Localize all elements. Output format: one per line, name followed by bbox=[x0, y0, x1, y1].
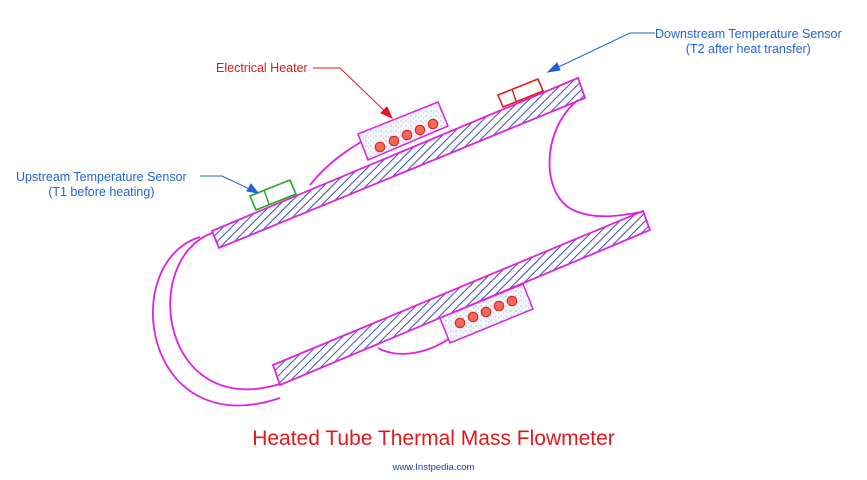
footer-url: www.Instpedia.com bbox=[392, 462, 475, 473]
u-bend-inner bbox=[151, 236, 281, 407]
downstream-sensor-label-line1: Downstream Temperature Sensor bbox=[655, 27, 842, 41]
upper-heater-coils bbox=[374, 118, 439, 153]
upper-tube bbox=[210, 76, 587, 250]
downstream-leader bbox=[546, 32, 655, 73]
lower-tube bbox=[271, 209, 652, 387]
downstream-sensor bbox=[496, 77, 545, 109]
upstream-sensor-label-line1: Upstream Temperature Sensor bbox=[16, 170, 187, 184]
u-bend-outer bbox=[169, 232, 281, 391]
upper-heater bbox=[357, 101, 449, 161]
heater-leader bbox=[313, 67, 394, 120]
right-end-arc bbox=[548, 99, 643, 218]
diagram-title: Heated Tube Thermal Mass Flowmeter bbox=[252, 427, 615, 450]
upstream-sensor-label: Upstream Temperature Sensor (T1 before h… bbox=[16, 170, 187, 200]
lower-heater-coils bbox=[454, 295, 518, 329]
upstream-sensor-label-line2: (T1 before heating) bbox=[48, 185, 155, 199]
bottom-heater-join bbox=[377, 337, 451, 355]
upstream-sensor bbox=[248, 178, 298, 212]
upstream-leader bbox=[200, 175, 260, 194]
lower-heater bbox=[439, 283, 534, 344]
downstream-sensor-label-line2: (T2 after heat transfer) bbox=[685, 42, 811, 56]
heater-label: Electrical Heater bbox=[216, 61, 308, 75]
downstream-sensor-label: Downstream Temperature Sensor (T2 after … bbox=[655, 27, 842, 57]
